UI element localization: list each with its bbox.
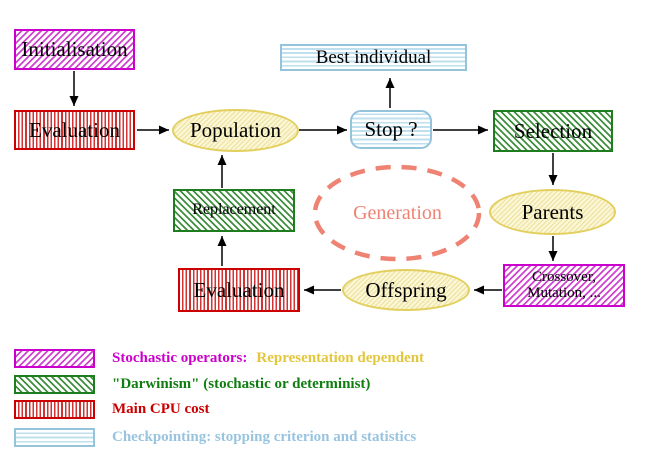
node-parents: Parents	[489, 189, 616, 235]
node-generation-label: Generation	[315, 198, 480, 228]
legend-label-stochastic: Stochastic operators:	[112, 350, 248, 366]
node-stop: Stop ?	[350, 110, 432, 149]
node-initialisation: Initialisation	[14, 29, 135, 70]
legend-label-representation: Representation dependent	[256, 350, 425, 366]
legend-swatch-darwinism	[14, 375, 95, 394]
node-best-individual-label: Best individual	[315, 46, 432, 68]
legend-row-checkpointing: Checkpointing: stopping criterion and st…	[14, 428, 416, 447]
node-crossover-line1: Crossover,	[532, 268, 596, 285]
node-selection-label: Selection	[513, 118, 593, 143]
legend-swatch-cpu-cost	[14, 400, 95, 419]
node-crossover-line2: Mutation, ...	[527, 284, 601, 301]
node-parents-label: Parents	[521, 199, 584, 224]
node-population-label: Population	[189, 118, 281, 143]
node-offspring: Offspring	[342, 269, 470, 311]
legend-swatch-stochastic	[14, 349, 95, 368]
legend-label-checkpointing: Checkpointing: stopping criterion and st…	[112, 429, 417, 445]
node-best-individual: Best individual	[280, 44, 467, 71]
legend-swatch-checkpointing	[14, 428, 95, 447]
node-replacement: Replacement	[173, 189, 295, 232]
legend-label-cpu-cost: Main CPU cost	[112, 401, 210, 417]
node-evaluation-top: Evaluation	[14, 110, 135, 150]
node-crossover-mutation: Crossover, Mutation, ...	[503, 264, 625, 307]
legend-row-darwinism: "Darwinism" (stochastic or determinist)	[14, 375, 370, 394]
node-selection: Selection	[493, 110, 613, 152]
node-stop-label: Stop ?	[364, 117, 418, 142]
legend-row-cpu-cost: Main CPU cost	[14, 400, 210, 419]
node-evaluation-bottom: Evaluation	[178, 268, 300, 312]
node-replacement-label: Replacement	[192, 201, 276, 219]
node-population: Population	[172, 109, 299, 152]
generation-text: Generation	[353, 201, 442, 224]
legend-row-stochastic: Stochastic operators: Representation dep…	[14, 349, 424, 368]
node-offspring-label: Offspring	[365, 277, 447, 302]
node-evaluation-top-label: Evaluation	[29, 117, 120, 142]
node-initialisation-label: Initialisation	[21, 37, 128, 62]
node-evaluation-bottom-label: Evaluation	[193, 277, 285, 302]
legend-label-darwinism: "Darwinism" (stochastic or determinist)	[112, 376, 371, 392]
